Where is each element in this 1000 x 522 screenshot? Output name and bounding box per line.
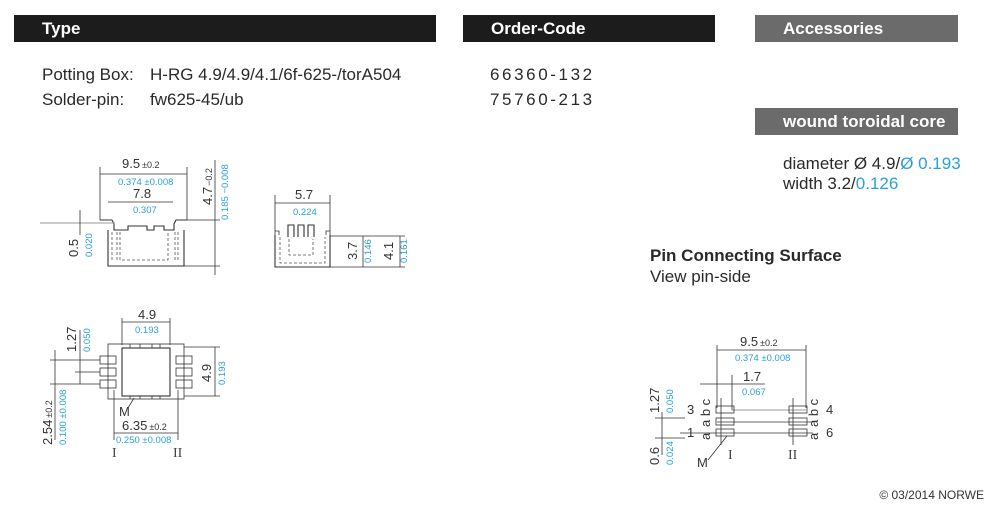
solder-pin-label: Solder-pin:: [42, 90, 125, 109]
order-code-header: Order-Code: [463, 15, 715, 42]
wound-core-header: wound toroidal core: [755, 108, 958, 135]
order-code-potting-box: 66360-132: [490, 65, 595, 84]
pin-width-inch: 0.374 ±0.008: [735, 353, 790, 364]
pin-surface-subtitle: View pin-side: [650, 267, 751, 286]
pin-abc-left-2: a: [698, 432, 713, 440]
pin-row-i-label: I: [728, 448, 733, 463]
top-view-drawing: 4.9 0.193 4.9 0.193 1.27 0.050 2.54±0.2 …: [40, 307, 228, 461]
type-header: Type: [14, 15, 436, 42]
pin-abc-right-2: a: [806, 432, 821, 440]
side-width-dim: 5.7: [295, 187, 313, 202]
pin-surface-title: Pin Connecting Surface: [650, 246, 842, 265]
top-core-v-dim: 4.9: [199, 364, 214, 382]
top-span-dim: 2.54±0.2: [40, 400, 55, 445]
core-width-mm: width 3.2: [783, 174, 852, 193]
top-core-v-inch: 0.193: [217, 361, 228, 385]
pin-marker-label: M: [697, 455, 708, 470]
side-h2-dim: 4.1: [381, 242, 396, 260]
top-core-inch: 0.193: [135, 325, 159, 336]
core-diameter-mm: diameter Ø 4.9: [783, 154, 896, 173]
side-h1-dim: 3.7: [345, 242, 360, 260]
pin-abc-left-1: a b c: [698, 398, 713, 427]
top-row-ii-label: II: [173, 446, 183, 461]
front-flange-inch: 0.020: [84, 233, 95, 257]
front-flange-dim: 0.5: [66, 239, 81, 257]
pin-offset-dim: 1.7: [743, 369, 761, 384]
potting-box-label: Potting Box:: [42, 65, 134, 84]
front-width-dim: 9.5±0.2: [122, 156, 160, 171]
copyright-footer: © 03/2014 NORWE: [879, 488, 984, 502]
pin-pitch-inch: 0.050: [665, 389, 676, 413]
side-width-inch: 0.224: [293, 207, 317, 218]
top-row-dim: 6.35±0.2: [122, 418, 167, 433]
core-diameter: diameter Ø 4.9/Ø 0.193: [783, 154, 961, 174]
front-height-dim: 4.7−0.2: [200, 168, 215, 205]
pin-offset-inch: 0.067: [742, 387, 766, 398]
pin-width2-inch: 0.024: [665, 441, 676, 465]
top-pitch-dim: 1.27: [64, 327, 79, 352]
separator: /: [851, 174, 856, 193]
potting-box-value: H-RG 4.9/4.9/4.1/6f-625-/torA504: [150, 65, 402, 84]
pin-width-dim: 9.5±0.2: [740, 334, 778, 349]
core-width: width 3.2/0.126: [783, 174, 898, 194]
order-code-solder-pin: 75760-213: [490, 90, 595, 109]
accessories-header: Accessories: [755, 15, 958, 42]
pin-label-6: 6: [826, 425, 833, 440]
pin-label-4: 4: [826, 402, 833, 417]
core-diameter-inch: Ø 0.193: [900, 154, 961, 173]
side-h2-inch: 0.161: [399, 239, 410, 263]
front-inner-inch: 0.307: [133, 205, 157, 216]
pin-label-3: 3: [687, 402, 694, 417]
separator: /: [895, 154, 901, 173]
pin-pitch-dim: 1.27: [647, 388, 662, 413]
top-core-dim: 4.9: [138, 307, 156, 322]
core-width-inch: 0.126: [855, 174, 899, 193]
side-view-drawing: 5.7 0.224 3.7 0.146 4.1 0.161: [274, 187, 410, 268]
front-height-inch: 0.185 −0.008: [220, 164, 231, 220]
solder-pin-value: fw625-45/ub: [150, 90, 244, 109]
top-row-i-label: I: [112, 446, 117, 461]
front-inner-dim: 7.8: [133, 186, 151, 201]
top-marker-label: M: [119, 404, 130, 419]
top-row-inch: 0.250 ±0.008: [116, 435, 171, 446]
pin-abc-right-1: a b c: [806, 398, 821, 427]
side-h1-inch: 0.146: [363, 239, 374, 263]
pin-width2-dim: 0.6: [647, 447, 662, 465]
top-pitch-inch: 0.050: [82, 328, 93, 352]
front-width-inch: 0.374 ±0.008: [118, 177, 173, 188]
top-span-inch: 0.100 ±0.008: [58, 390, 69, 445]
front-view-drawing: 9.5±0.2 0.374 ±0.008 7.8 0.307 4.7−0.2 0…: [40, 156, 231, 275]
pin-row-ii-label: II: [788, 448, 798, 463]
pin-label-1: 1: [687, 425, 694, 440]
pin-view-drawing: 9.5±0.2 0.374 ±0.008 1.7 0.067 1.27 0.05…: [647, 334, 833, 470]
